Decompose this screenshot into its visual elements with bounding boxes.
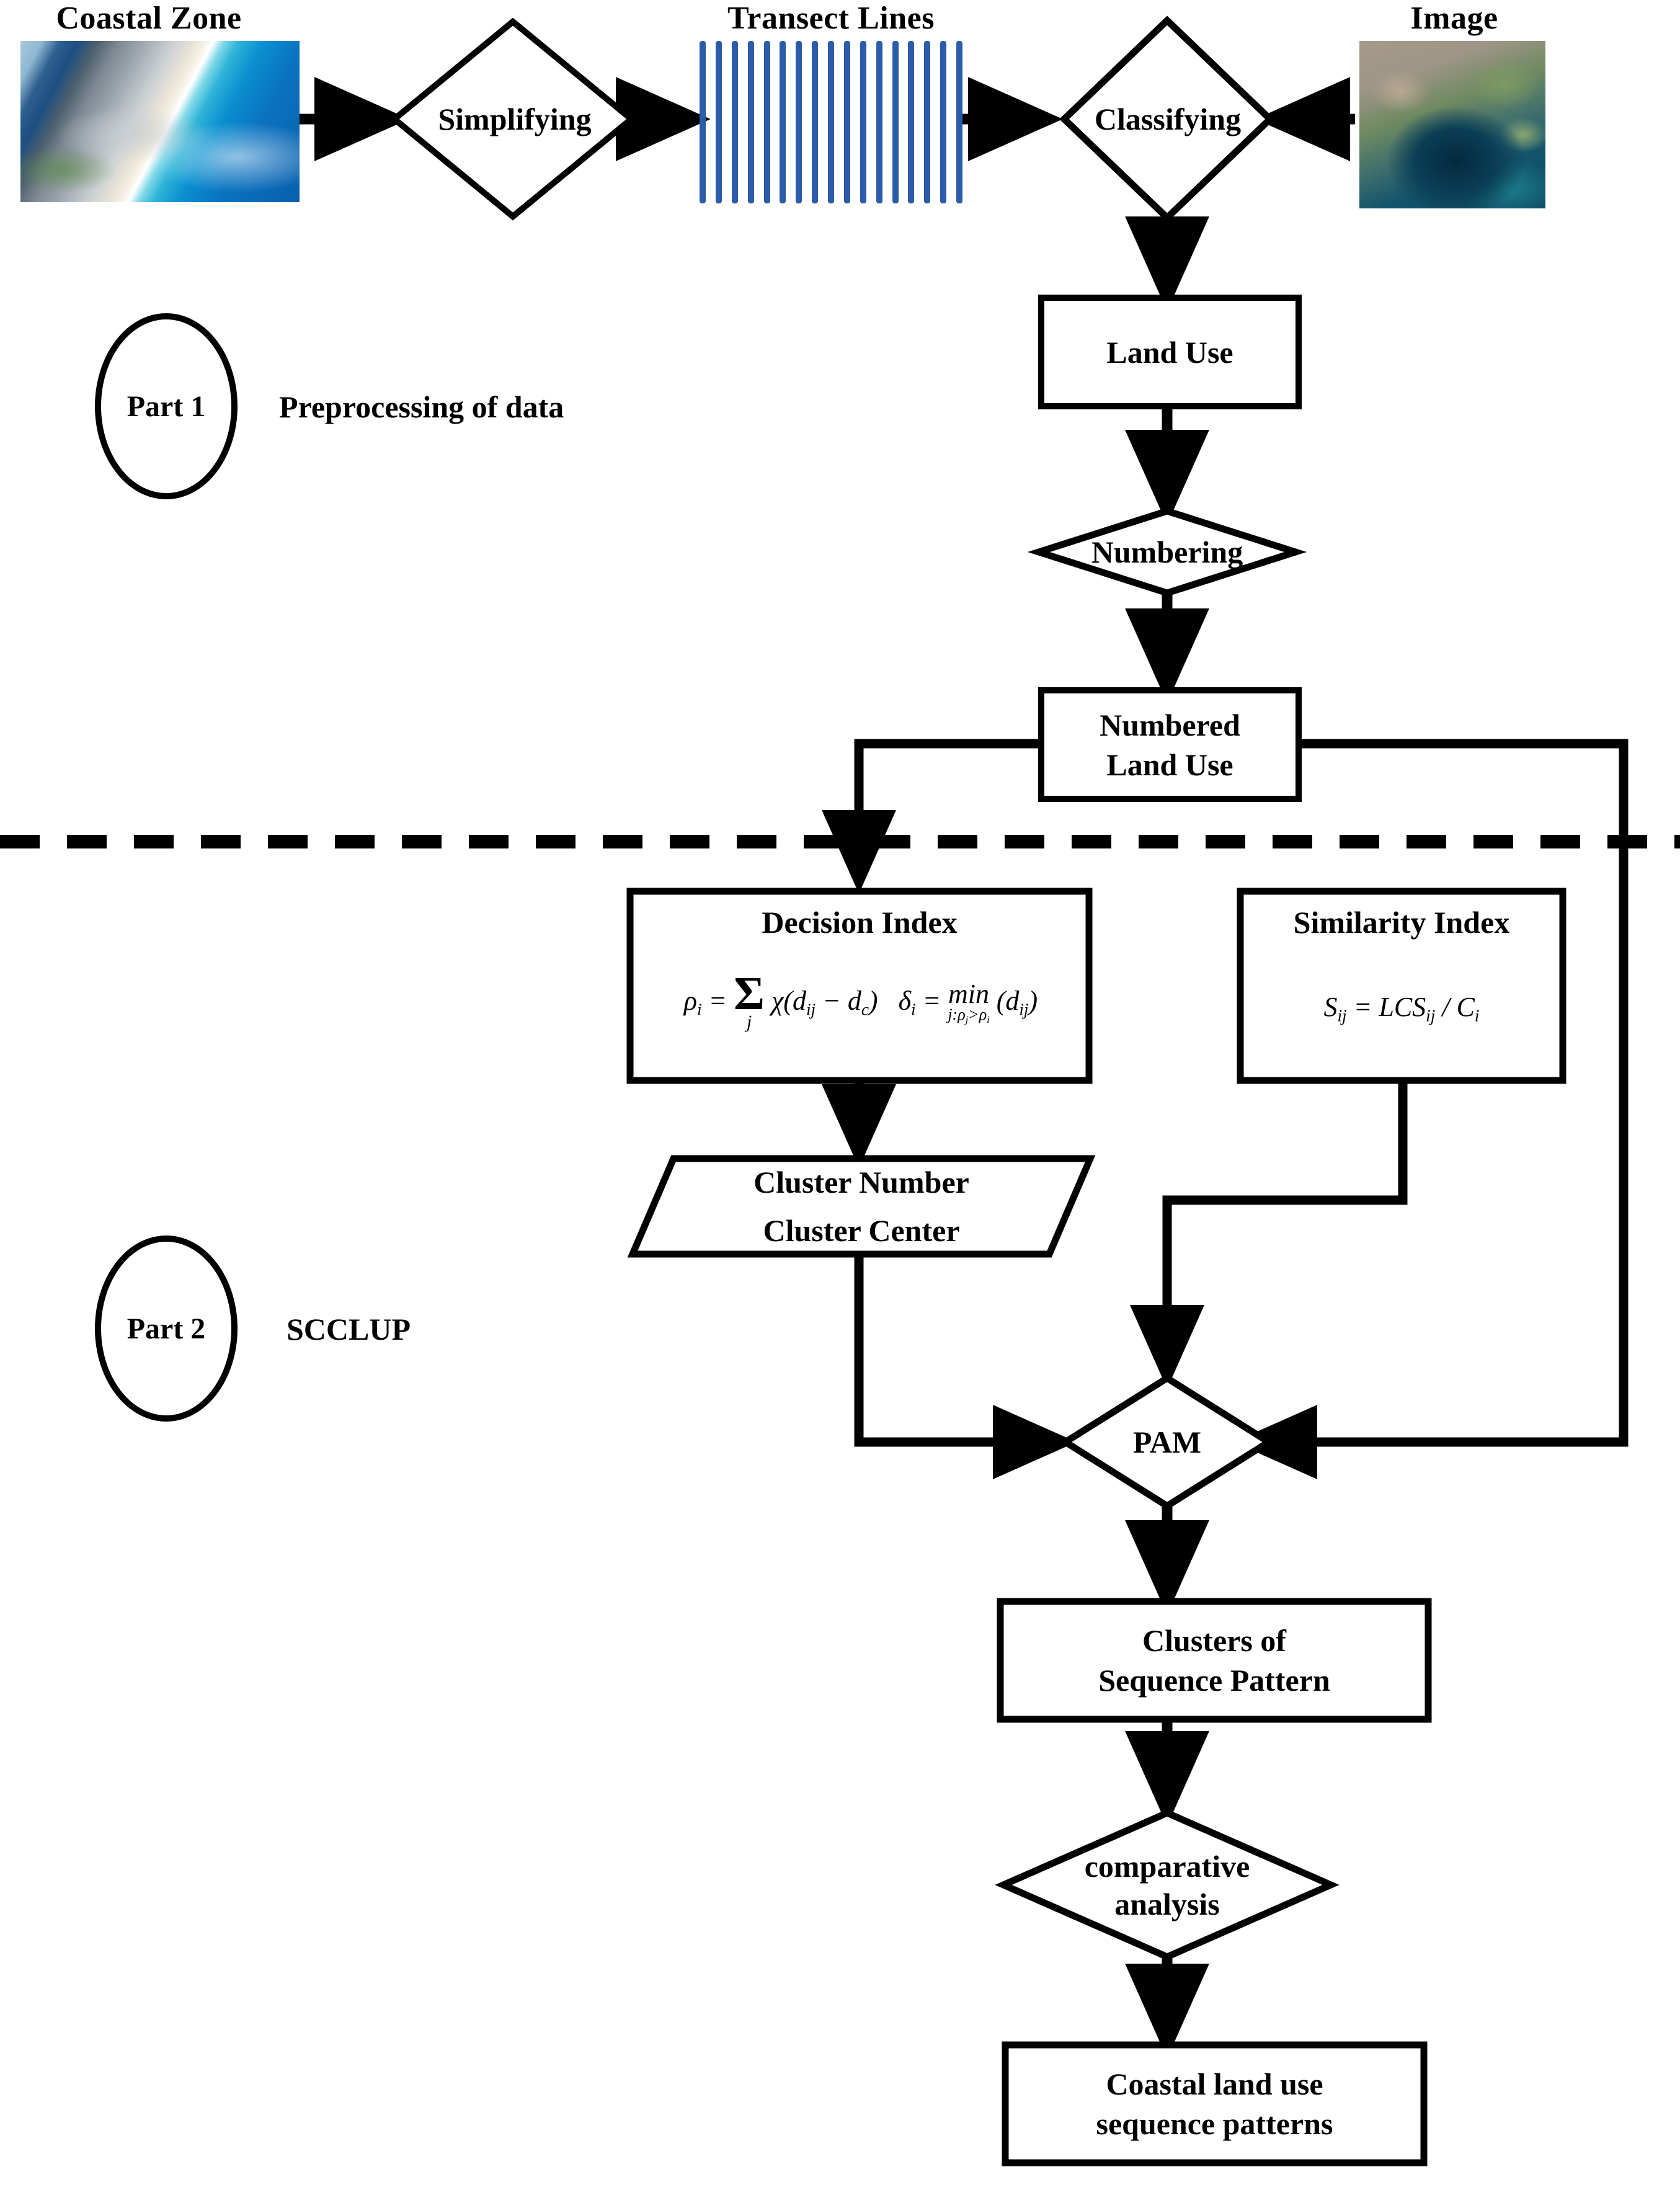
caption-coastal-zone: Coastal Zone [56,1,242,36]
transect-line [796,41,802,203]
transect-line [828,41,834,203]
transect-line [731,41,738,203]
transect-line [924,41,931,203]
node-cluster-output-shape [627,1155,1096,1258]
arrow-cluster-output-to-pam-left [854,1254,1077,1479]
node-similarity-index-shape [1237,888,1567,1084]
part-1-description: Preprocessing of data [279,390,564,424]
transect-line [763,41,770,203]
node-similarity-index-formula: Sij = LCSij / Ci [1323,992,1480,1025]
part-2-description: SCCLUP [287,1312,411,1347]
node-coastal-output-shape [1002,2041,1428,2166]
coastal-zone-thumbnail [20,41,300,202]
transect-line [812,41,819,203]
caption-image: Image [1410,1,1498,36]
node-numbering-shape [1027,507,1307,597]
transect-line [700,41,706,203]
transect-line [956,41,962,203]
badge-part-1-shape [95,313,238,499]
node-clusters-sequence-shape [997,1598,1432,1723]
transect-line [747,41,754,203]
node-simplifying-shape [389,17,636,221]
arrow-numbered-to-pam-right [1233,739,1629,1479]
caption-transect-lines: Transect Lines [727,1,935,36]
arrow-similarity-to-pam-top [1130,1080,1408,1389]
transect-line [860,41,866,203]
node-numbered-land-use-shape [1038,687,1302,802]
transect-line [876,41,882,203]
arrow-numbered-to-decision-index [822,739,1041,894]
badge-part-2-shape [95,1236,238,1422]
transect-line [780,41,786,203]
node-classifying-shape [1059,16,1275,223]
satellite-image-thumbnail [1359,41,1545,208]
node-land-use-shape [1038,295,1302,409]
transect-line [715,41,722,203]
node-pam-shape [1059,1374,1276,1510]
transect-line [940,41,947,203]
node-comparative-analysis-shape [995,1809,1340,1961]
transect-line [908,41,915,203]
transect-line [892,41,899,203]
transect-lines-graphic [700,41,962,203]
transect-line [843,41,850,203]
